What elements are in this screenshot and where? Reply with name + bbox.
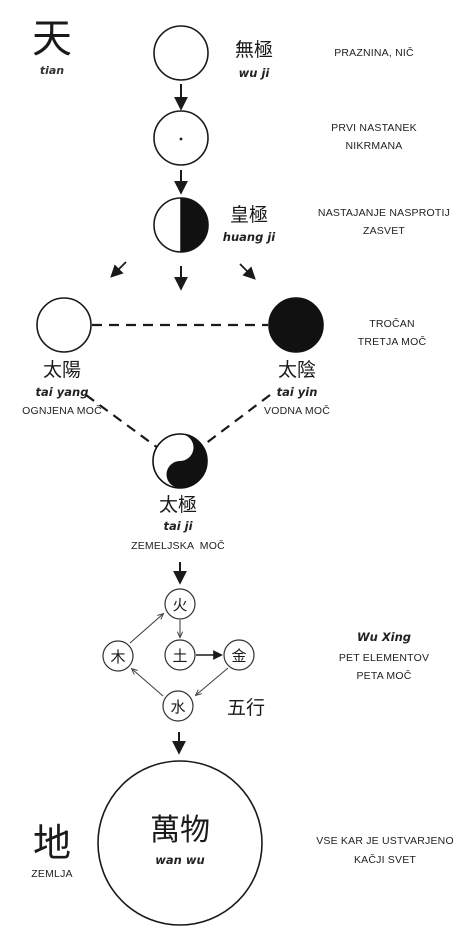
metal-element-circle — [223, 639, 255, 671]
taiji-label: ZEMELJSKA MOČ — [131, 539, 225, 552]
taiyang-label: OGNJENA MOČ — [22, 404, 102, 417]
earth-label: ZEMLJA — [31, 868, 72, 880]
taiyang-circle — [36, 297, 92, 353]
wanwu-romanization: wan wu — [155, 853, 204, 867]
huangji-romanization: huang ji — [223, 230, 276, 244]
water-element-char: 水 — [170, 698, 185, 716]
huangji-desc-line2: ZASVET — [363, 225, 405, 237]
wood-element-circle — [102, 640, 134, 672]
wanwu-circle — [97, 760, 263, 926]
wuxing-title: Wu Xing — [357, 630, 411, 644]
huangji-chars: 皇極 — [230, 204, 268, 226]
arrow-huangji-right — [239, 263, 256, 280]
wanwu-desc-line1: VSE KAR JE USTVARJENO — [316, 835, 454, 847]
wuji-circle — [153, 25, 209, 81]
taiyin-chars: 太陰 — [278, 359, 316, 381]
wuji-chars: 無極 — [235, 39, 273, 61]
wuxing-desc-line2: PETA MOČ — [356, 669, 411, 682]
huangji-desc-line1: NASTAJANJE NASPROTIJ — [318, 207, 450, 219]
taiyang-chars: 太陽 — [43, 359, 81, 381]
heaven-romanization: tian — [40, 64, 64, 77]
huangji-dark-half — [181, 198, 208, 252]
taiyin-label: VODNA MOČ — [264, 404, 330, 417]
first-arising-dot — [179, 137, 183, 141]
dash-yin-taiji — [200, 394, 271, 448]
taiyin-romanization: tai yin — [277, 385, 318, 399]
wuxing-desc-line1: PET ELEMENTOV — [339, 652, 429, 664]
arrow-water-wood — [132, 669, 164, 697]
fire-element-char: 火 — [172, 596, 187, 614]
earth-char: 地 — [33, 821, 71, 865]
taiyang-romanization: tai yang — [36, 385, 89, 399]
earth-element-char: 土 — [172, 647, 187, 665]
earth-element-circle — [164, 639, 196, 671]
triad-desc-line1: TROČAN — [369, 317, 415, 330]
taiji-romanization: tai ji — [163, 519, 193, 533]
wood-element-char: 木 — [110, 648, 125, 666]
yin-yang-symbol — [152, 433, 208, 489]
wanwu-desc-line2: KAČJI SVET — [354, 853, 416, 866]
taiyin-circle — [268, 297, 324, 353]
triad-desc-line2: TRETJA MOČ — [358, 335, 427, 348]
arrow-wood-fire — [129, 614, 163, 644]
taiji-chars: 太極 — [159, 494, 197, 516]
metal-element-char: 金 — [231, 647, 246, 665]
wuji-description: PRAZNINA, NIČ — [334, 46, 414, 59]
first-desc-line2: NIKRMANA — [345, 140, 402, 152]
wanwu-chars: 萬物 — [150, 813, 210, 848]
fire-element-circle — [164, 588, 196, 620]
wuji-romanization: wu ji — [239, 66, 271, 80]
heaven-char: 天 — [32, 16, 72, 62]
wuxing-chars: 五行 — [227, 697, 265, 719]
arrow-huangji-left — [110, 261, 127, 278]
arrow-metal-water — [196, 667, 229, 695]
dash-yang-taiji — [85, 394, 159, 449]
first-desc-line1: PRVI NASTANEK — [331, 122, 417, 134]
water-element-circle — [162, 690, 194, 722]
